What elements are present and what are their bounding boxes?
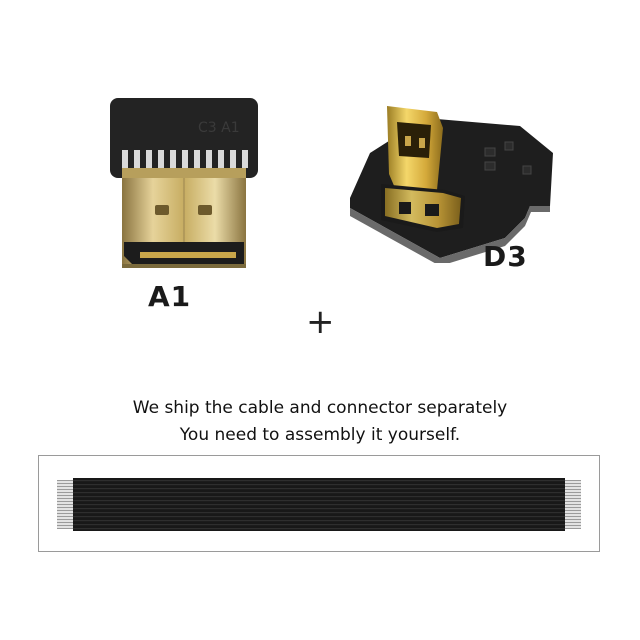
hdmi-connector-a1-image: C3 A1 — [110, 98, 258, 268]
cable-image-frame — [38, 455, 600, 552]
caption-line-1: We ship the cable and connector separate… — [132, 398, 508, 418]
connector-d3-label: D3 — [483, 240, 528, 273]
caption-line-2: You need to assembly it yourself. — [179, 425, 461, 445]
plus-sign: + — [306, 302, 335, 342]
micro-hdmi-connector-d3-image — [350, 106, 553, 263]
ffc-flat-cable-image — [57, 478, 581, 531]
svg-text:C3 A1: C3 A1 — [198, 120, 240, 136]
connector-a1-label: A1 — [148, 280, 192, 313]
